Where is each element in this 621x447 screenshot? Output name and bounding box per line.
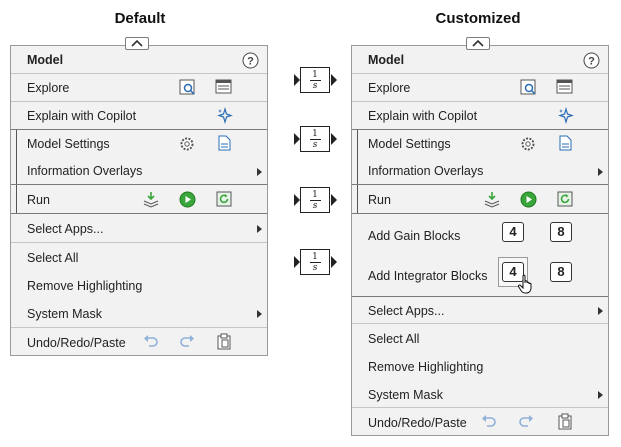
redo-icon[interactable] bbox=[179, 334, 196, 353]
model-properties-icon bbox=[216, 135, 232, 155]
hand-pointer-cursor-icon bbox=[517, 274, 534, 297]
menu-item-model-settings[interactable]: Model Settings bbox=[11, 130, 267, 157]
explorer-grid-icon bbox=[556, 79, 573, 98]
submenu-arrow-icon bbox=[257, 225, 262, 233]
menu-item-explain-copilot[interactable]: Explain with Copilot bbox=[11, 102, 267, 129]
explore-magnifier-icon bbox=[520, 79, 537, 99]
menu-item-select-apps[interactable]: Select Apps... bbox=[352, 297, 608, 324]
copilot-sparkle-icon bbox=[216, 106, 233, 127]
menu-item-explore[interactable]: Explore bbox=[352, 74, 608, 101]
gear-icon bbox=[179, 136, 195, 155]
menu-item-remove-highlighting[interactable]: Remove Highlighting bbox=[368, 360, 484, 374]
menu-item-system-mask[interactable]: System Mask bbox=[11, 299, 267, 327]
run-play-icon bbox=[179, 191, 196, 211]
undo-icon[interactable] bbox=[142, 334, 159, 353]
menu-item-select-apps[interactable]: Select Apps... bbox=[11, 214, 267, 242]
default-heading: Default bbox=[114, 10, 166, 27]
restart-icon bbox=[557, 191, 573, 210]
gear-icon bbox=[520, 136, 536, 155]
menu-item-add-gain-blocks: Add Gain Blocks 4 8 bbox=[352, 214, 608, 254]
model-section-title: Model bbox=[27, 53, 64, 67]
chevron-up-icon bbox=[472, 39, 484, 47]
submenu-arrow-icon bbox=[598, 168, 603, 176]
question-mark-icon[interactable]: ? bbox=[583, 52, 600, 72]
menu-item-explore[interactable]: Explore bbox=[11, 74, 267, 101]
collapse-toggle-button[interactable] bbox=[125, 37, 149, 50]
question-mark-icon[interactable]: ? bbox=[242, 52, 259, 72]
gain-4-button[interactable]: 4 bbox=[502, 222, 524, 242]
paste-clipboard-icon[interactable] bbox=[557, 413, 573, 433]
menu-item-add-integrator-blocks: Add Integrator Blocks 4 8 bbox=[352, 254, 608, 298]
copilot-sparkle-icon bbox=[557, 106, 574, 127]
explore-magnifier-icon bbox=[179, 79, 196, 99]
svg-text:?: ? bbox=[588, 56, 595, 68]
chevron-up-icon bbox=[131, 39, 143, 47]
menu-item-explain-copilot[interactable]: Explain with Copilot bbox=[352, 102, 608, 129]
model-section-title: Model bbox=[368, 53, 405, 67]
menu-item-select-all[interactable]: Select All bbox=[27, 251, 79, 265]
submenu-arrow-icon bbox=[257, 310, 262, 318]
model-section-header: Model ? bbox=[11, 52, 267, 72]
menu-item-model-settings[interactable]: Model Settings bbox=[352, 130, 608, 157]
redo-icon[interactable] bbox=[518, 414, 535, 433]
submenu-arrow-icon bbox=[257, 168, 262, 176]
step-layers-icon bbox=[483, 191, 501, 211]
model-properties-icon bbox=[557, 135, 573, 155]
submenu-arrow-icon bbox=[598, 307, 603, 315]
customized-heading: Customized bbox=[435, 10, 521, 27]
customized-context-menu: Model ? Explore Explain with Copilot Mod… bbox=[351, 45, 609, 436]
run-play-icon bbox=[520, 191, 537, 211]
integrator-8-button[interactable]: 8 bbox=[550, 262, 572, 282]
menu-item-information-overlays[interactable]: Information Overlays bbox=[352, 158, 608, 185]
step-layers-icon bbox=[142, 191, 160, 211]
menu-item-undo-redo-paste[interactable]: Undo/Redo/Paste bbox=[11, 328, 267, 356]
collapse-toggle-button[interactable] bbox=[466, 37, 490, 50]
undo-icon[interactable] bbox=[480, 414, 497, 433]
menu-item-select-all[interactable]: Select All bbox=[368, 332, 420, 346]
paste-clipboard-icon[interactable] bbox=[216, 333, 232, 353]
menu-item-remove-highlighting[interactable]: Remove Highlighting bbox=[27, 279, 143, 293]
svg-text:?: ? bbox=[247, 56, 254, 68]
model-section-header: Model ? bbox=[352, 52, 608, 72]
menu-item-information-overlays[interactable]: Information Overlays bbox=[11, 158, 267, 185]
menu-item-run[interactable]: Run bbox=[352, 185, 608, 213]
menu-item-undo-redo-paste[interactable]: Undo/Redo/Paste bbox=[352, 408, 608, 436]
submenu-arrow-icon bbox=[598, 391, 603, 399]
gain-8-button[interactable]: 8 bbox=[550, 222, 572, 242]
menu-item-run[interactable]: Run bbox=[11, 185, 267, 213]
restart-icon bbox=[216, 191, 232, 210]
integrator-4-button[interactable]: 4 bbox=[502, 262, 524, 282]
default-context-menu: Model ? Explore Explain with Copilot Mod… bbox=[10, 45, 268, 356]
menu-item-system-mask[interactable]: System Mask bbox=[352, 380, 608, 408]
explorer-grid-icon bbox=[215, 79, 232, 98]
